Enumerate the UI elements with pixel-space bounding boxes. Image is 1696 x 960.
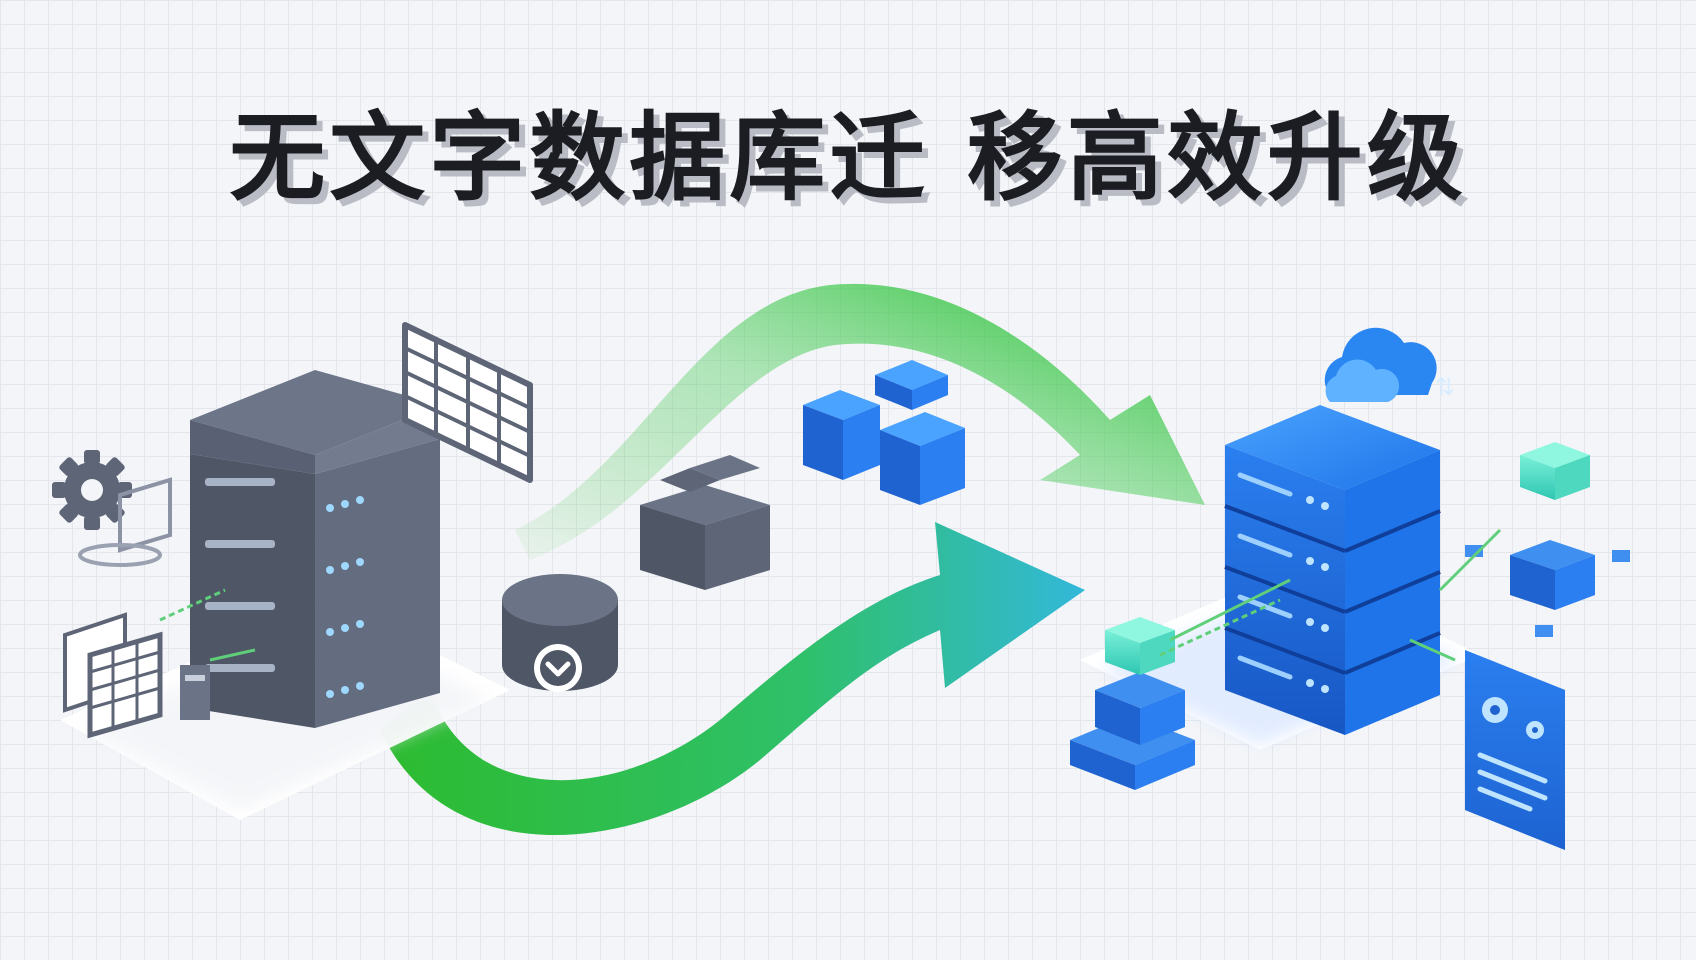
spreadsheet-cards-icon [63, 588, 256, 739]
lower-migration-arrow [380, 522, 1085, 835]
settings-document-icon [1409, 638, 1565, 850]
headline: 无文字数据库迁 移高效升级 [229, 102, 1467, 214]
table-grid-icon [402, 322, 533, 483]
gear-icon [52, 450, 172, 567]
cloud-sync-icon: ⇅ [1435, 373, 1455, 401]
modern-server-icon [1224, 405, 1441, 735]
teal-node-icon-lower [1070, 578, 1291, 790]
data-blocks-icon [803, 360, 965, 505]
small-cloud-icon [1325, 359, 1400, 402]
legacy-server-icon [190, 370, 440, 728]
grey-blocks-icon [640, 455, 770, 590]
upper-migration-arrow [515, 283, 1205, 560]
database-cylinder-icon [502, 574, 618, 692]
teal-node-icon [1438, 442, 1630, 637]
